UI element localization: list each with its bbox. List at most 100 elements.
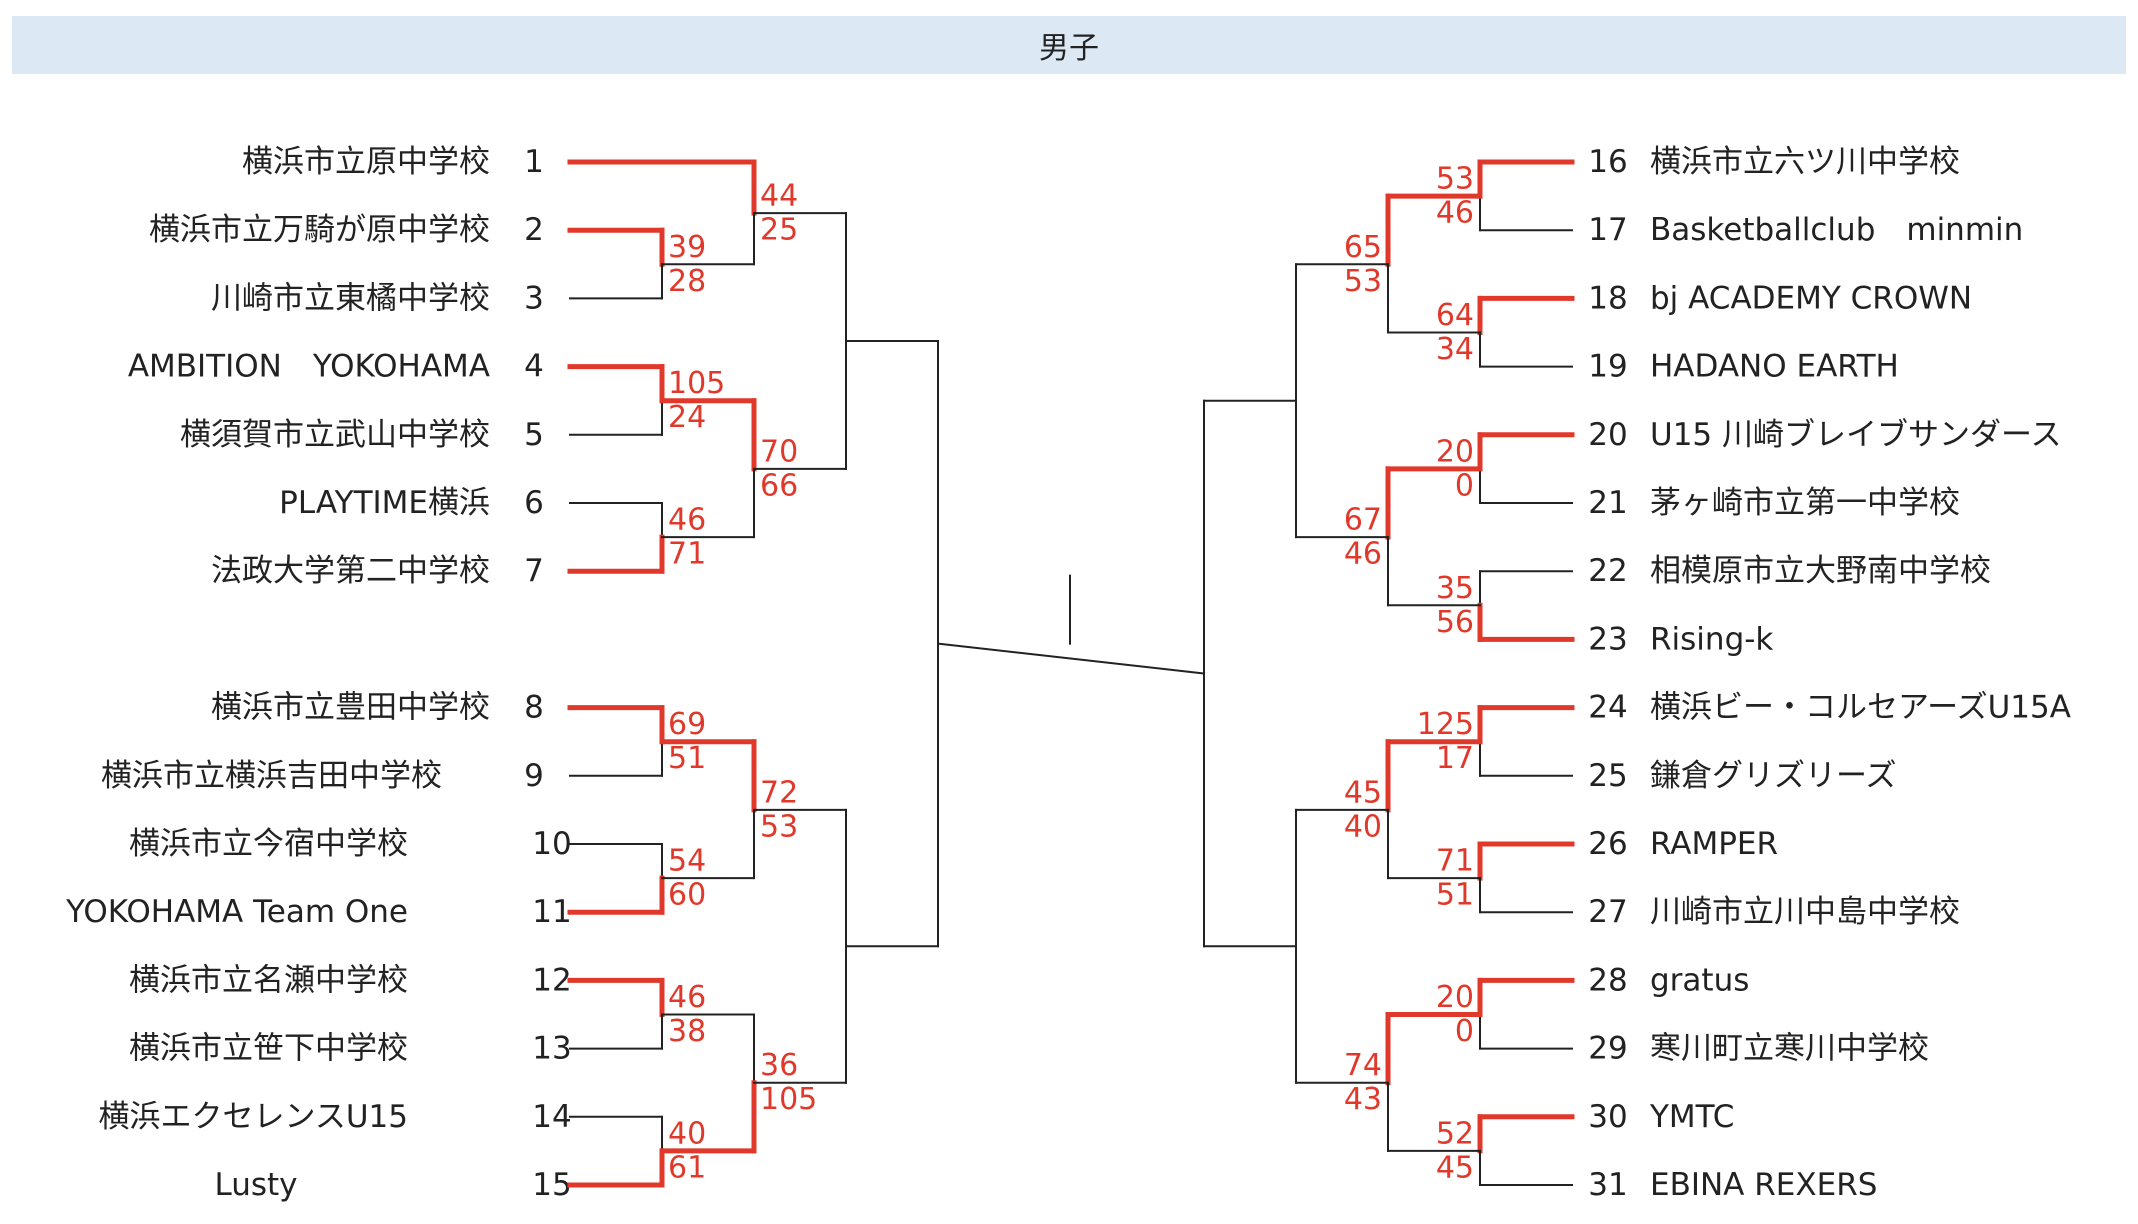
score-R2-bottom: 34 — [1436, 332, 1474, 367]
score-L8-bottom: 38 — [668, 1014, 706, 1049]
team-seed: 14 — [532, 1099, 571, 1135]
team-seed: 26 — [1588, 826, 1627, 862]
score-R1-bottom: 46 — [1436, 196, 1474, 231]
score-R9-bottom: 0 — [1455, 1014, 1474, 1049]
team-name: 横浜市立今宿中学校 — [129, 826, 408, 862]
team-name: 横浜市立笹下中学校 — [129, 1031, 408, 1067]
team-name: 横須賀市立武山中学校 — [180, 417, 490, 453]
team-seed: 23 — [1588, 621, 1627, 657]
team-name: 川崎市立川中島中学校 — [1650, 894, 1960, 930]
team-name: U15 川崎ブレイブサンダース — [1650, 417, 2061, 453]
team-seed: 7 — [524, 553, 544, 589]
team-seed: 4 — [524, 349, 544, 385]
team-name: 寒川町立寒川中学校 — [1650, 1031, 1929, 1067]
team-name: YMTC — [1649, 1099, 1734, 1135]
team-seed: 3 — [524, 280, 544, 316]
team-seed: 15 — [532, 1167, 571, 1203]
score-R8-bottom: 51 — [1436, 878, 1474, 913]
team-name: YOKOHAMA Team One — [65, 894, 408, 930]
score-L6-bottom: 51 — [668, 741, 706, 776]
score-L7-bottom: 60 — [668, 878, 706, 913]
team-name: 鎌倉グリズリーズ — [1650, 758, 1896, 794]
page-title: 男子 — [1039, 31, 1099, 66]
team-name: bj ACADEMY CROWN — [1650, 280, 1972, 316]
team-seed: 8 — [524, 690, 544, 726]
team-seed: 5 — [524, 417, 544, 453]
team-seed: 11 — [532, 894, 571, 930]
team-name: EBINA REXERS — [1650, 1167, 1877, 1203]
score-R6-top: 67 — [1344, 503, 1382, 538]
score-L6-top: 69 — [668, 707, 706, 742]
team-name: AMBITION YOKOHAMA — [128, 349, 490, 385]
team-name: 横浜市立横浜吉田中学校 — [101, 758, 442, 794]
score-L9-bottom: 61 — [668, 1150, 706, 1185]
score-R4-bottom: 56 — [1436, 605, 1474, 640]
team-name: Basketballclub minmin — [1650, 212, 2023, 248]
team-seed: 24 — [1588, 690, 1627, 726]
team-name: 横浜市立原中学校 — [242, 144, 490, 180]
score-R12-bottom: 43 — [1344, 1082, 1382, 1117]
score-L3-bottom: 71 — [668, 537, 706, 572]
team-seed: 30 — [1588, 1099, 1627, 1135]
team-seed: 1 — [524, 144, 544, 180]
score-R10-top: 52 — [1436, 1116, 1474, 1151]
score-R11-top: 45 — [1344, 775, 1382, 810]
team-name: 横浜ビー・コルセアーズU15A — [1650, 690, 2071, 726]
team-seed: 31 — [1588, 1167, 1627, 1203]
score-L3-top: 46 — [668, 503, 706, 538]
score-R8-top: 71 — [1436, 844, 1474, 879]
team-name: 法政大学第二中学校 — [211, 553, 490, 589]
score-L2-top: 105 — [668, 366, 725, 401]
team-seed: 27 — [1588, 894, 1627, 930]
team-seed: 25 — [1588, 758, 1627, 794]
score-R10-bottom: 45 — [1436, 1150, 1474, 1185]
team-name: gratus — [1650, 962, 1749, 998]
score-R7-top: 125 — [1417, 707, 1474, 742]
team-name: 横浜エクセレンスU15 — [98, 1099, 408, 1135]
score-L10-bottom: 53 — [760, 809, 798, 844]
score-L9-top: 40 — [668, 1116, 706, 1151]
score-L1-top: 39 — [668, 230, 706, 265]
score-L1-bottom: 28 — [668, 264, 706, 299]
team-name: PLAYTIME横浜 — [279, 485, 490, 521]
team-name: Rising-k — [1650, 621, 1773, 657]
score-R9-top: 20 — [1436, 980, 1474, 1015]
team-seed: 22 — [1588, 553, 1627, 589]
score-L10-top: 72 — [760, 775, 798, 810]
team-seed: 16 — [1588, 144, 1627, 180]
score-R5-bottom: 53 — [1344, 264, 1382, 299]
score-R2-top: 64 — [1436, 298, 1474, 333]
score-R5-top: 65 — [1344, 230, 1382, 265]
team-seed: 10 — [532, 826, 571, 862]
score-R3-top: 20 — [1436, 434, 1474, 469]
team-name: 川崎市立東橘中学校 — [211, 280, 490, 316]
score-R1-top: 53 — [1436, 162, 1474, 197]
team-seed: 12 — [532, 962, 571, 998]
team-seed: 28 — [1588, 962, 1627, 998]
score-L7-top: 54 — [668, 844, 706, 879]
team-name: 横浜市立万騎が原中学校 — [149, 212, 490, 248]
team-seed: 17 — [1588, 212, 1627, 248]
team-name: 横浜市立六ツ川中学校 — [1650, 144, 1960, 180]
score-R12-top: 74 — [1344, 1048, 1382, 1083]
score-R11-bottom: 40 — [1344, 809, 1382, 844]
score-R3-bottom: 0 — [1455, 468, 1474, 503]
score-R7-bottom: 17 — [1436, 741, 1474, 776]
team-seed: 6 — [524, 485, 544, 521]
team-seed: 21 — [1588, 485, 1627, 521]
team-name: 相模原市立大野南中学校 — [1650, 553, 1991, 589]
title-bar: 男子 — [12, 16, 2126, 74]
team-name: RAMPER — [1650, 826, 1778, 862]
team-name: 横浜市立豊田中学校 — [211, 690, 490, 726]
team-name: HADANO EARTH — [1650, 349, 1899, 385]
team-seed: 13 — [532, 1031, 571, 1067]
score-L5-top: 70 — [760, 434, 798, 469]
team-name: 茅ヶ崎市立第一中学校 — [1650, 485, 1960, 521]
team-name: 横浜市立名瀬中学校 — [129, 962, 408, 998]
team-seed: 18 — [1588, 280, 1627, 316]
score-R6-bottom: 46 — [1344, 537, 1382, 572]
team-seed: 2 — [524, 212, 544, 248]
final-line — [936, 642, 1206, 675]
team-seed: 19 — [1588, 349, 1627, 385]
